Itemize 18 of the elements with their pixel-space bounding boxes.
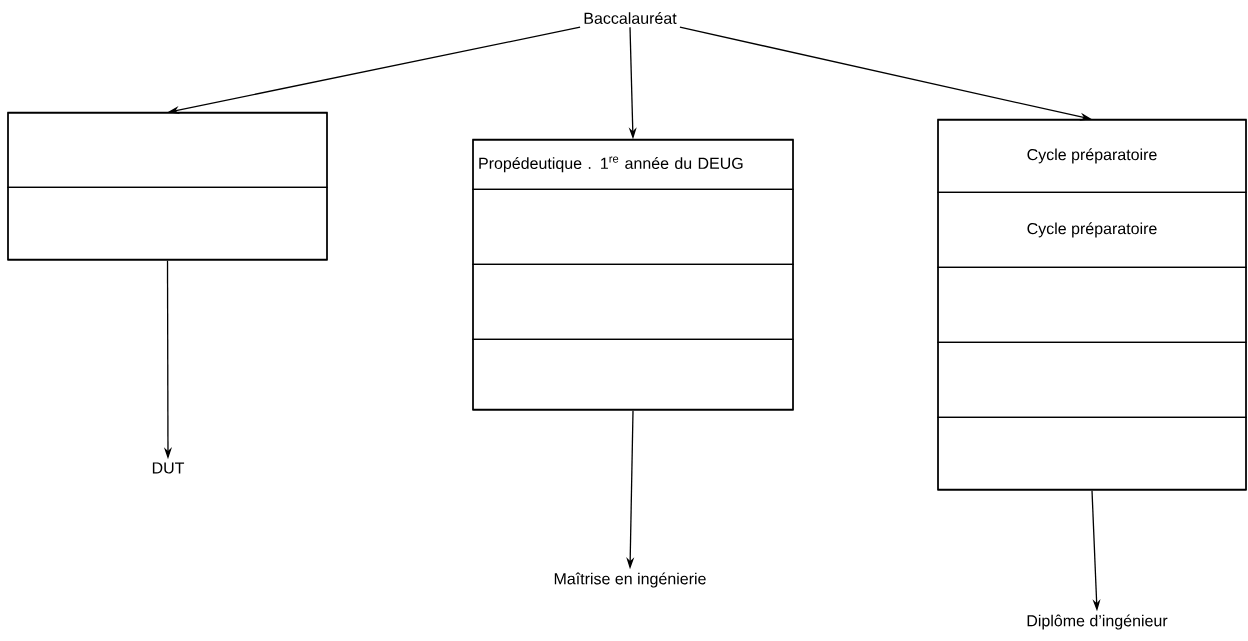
stage-column	[472, 139, 794, 411]
stage-row	[472, 188, 794, 265]
stage-row	[937, 341, 1247, 418]
stage-row: Propédeutique . 1$^{re}$ année du DEUG	[472, 138, 794, 190]
stage-column	[7, 112, 328, 261]
stage-row	[937, 416, 1247, 490]
stage-column	[937, 119, 1247, 491]
stage-row: Cycle préparatoire	[937, 118, 1247, 193]
stage-row	[472, 338, 794, 410]
stage-label: Baccalauréat	[584, 12, 677, 24]
stage-row	[7, 186, 328, 260]
stage-label: DUT	[152, 462, 185, 474]
stage-label: Maîtrise en ingénierie	[554, 572, 706, 588]
stage-row	[472, 263, 794, 340]
stage-row: Cycle préparatoire	[937, 191, 1247, 268]
stage-row	[937, 266, 1247, 343]
stage-label: Diplôme d’ingénieur	[1027, 614, 1168, 630]
stage-row	[7, 111, 328, 188]
